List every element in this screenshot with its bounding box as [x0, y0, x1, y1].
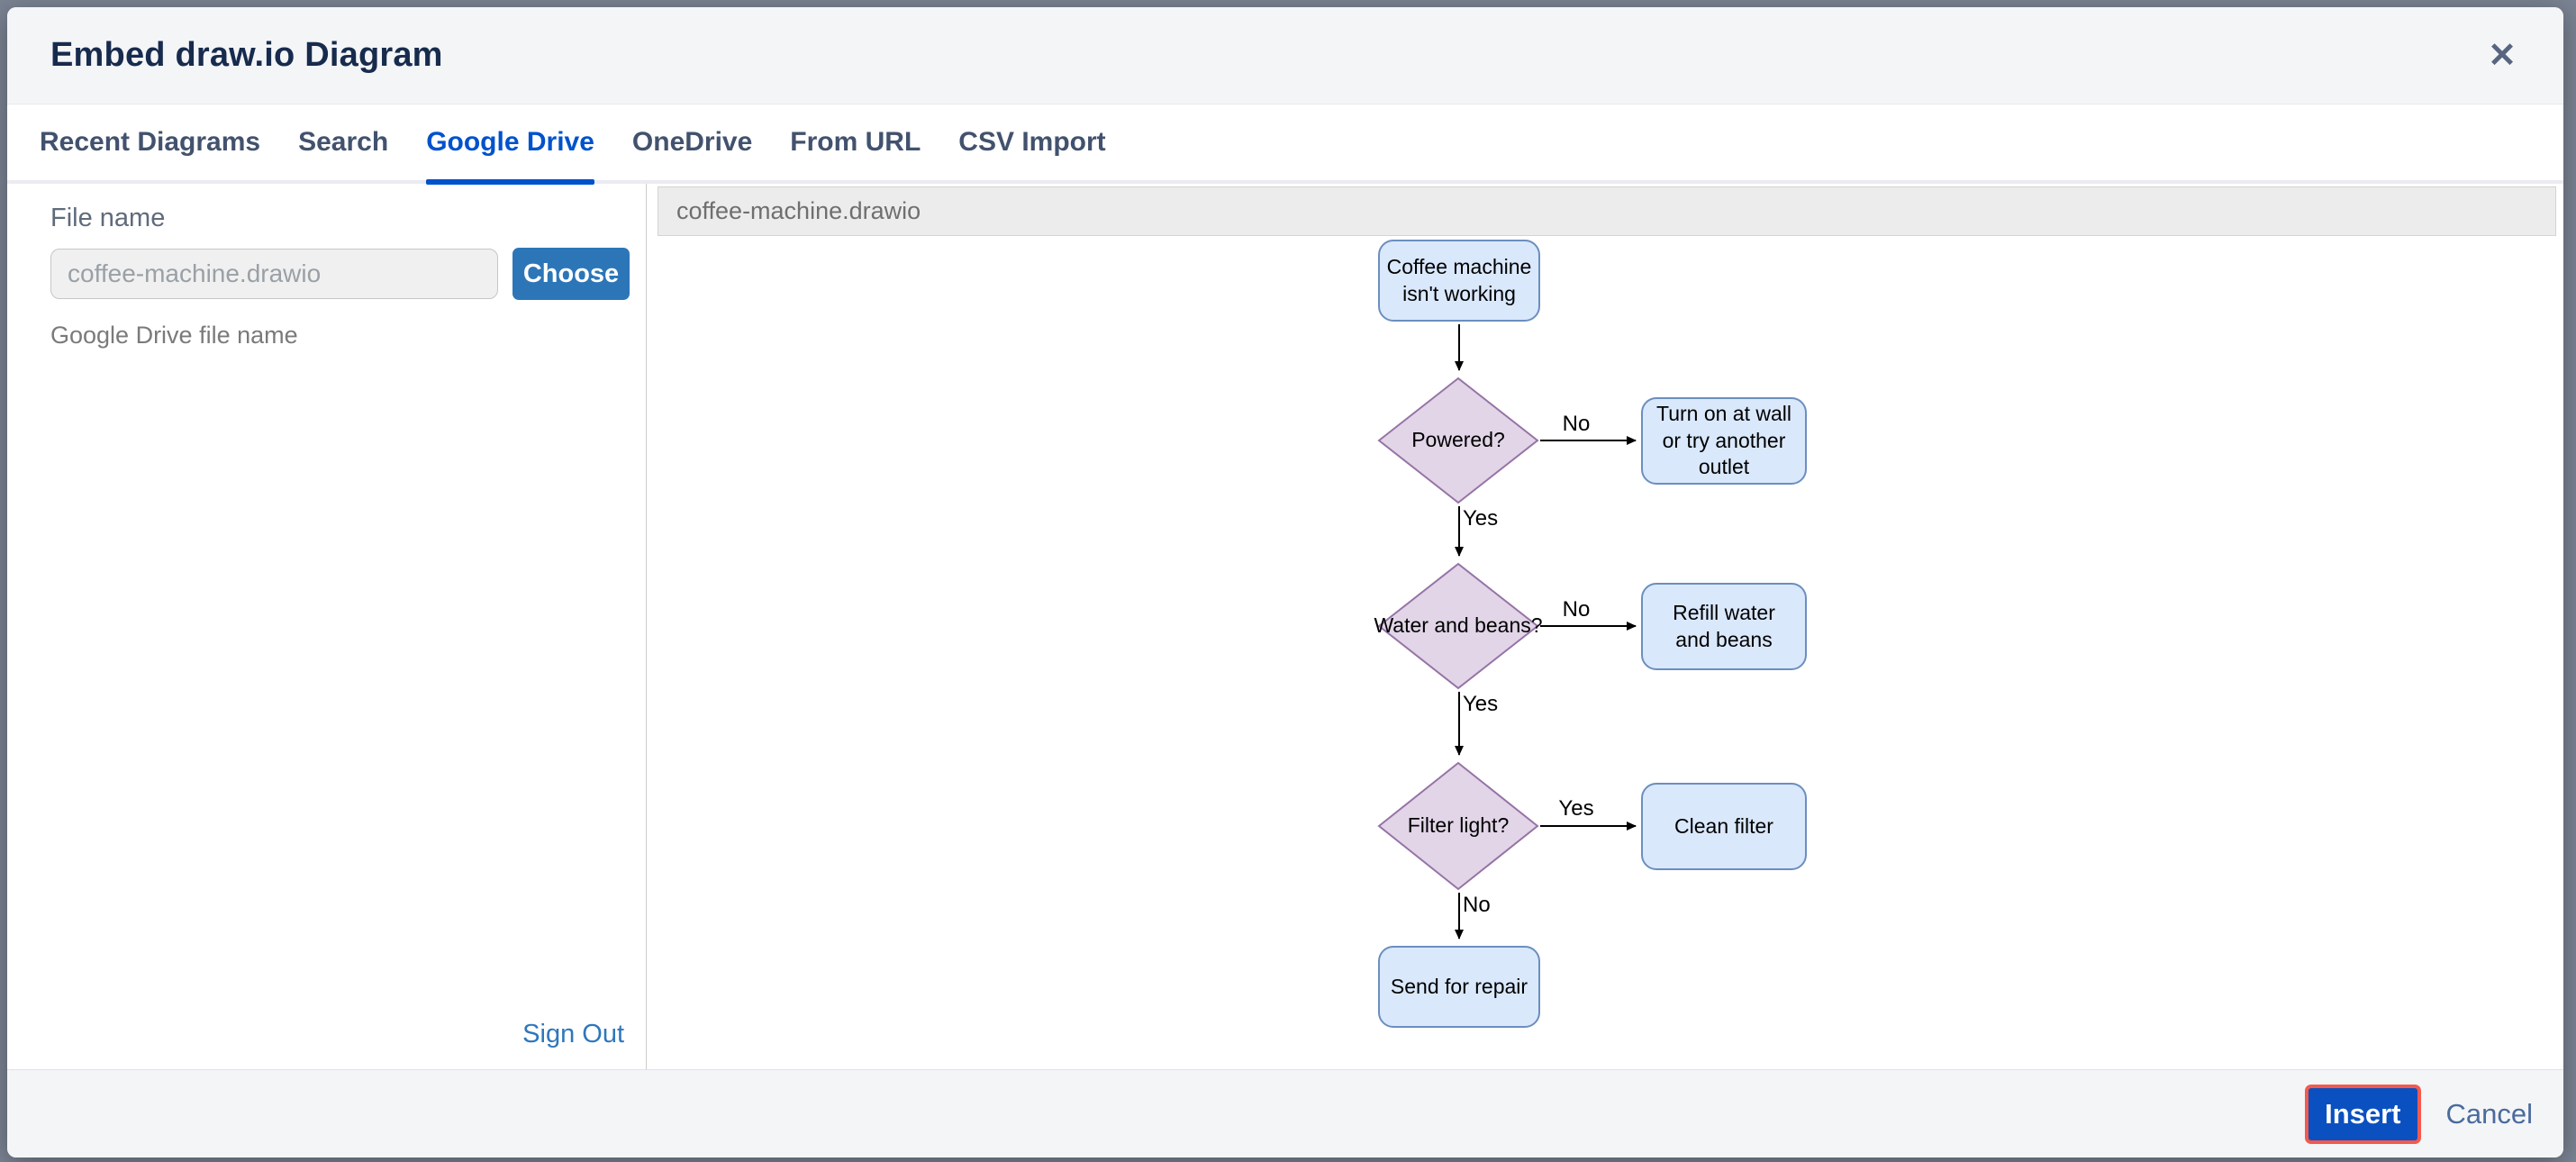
node-water-shape: [1377, 562, 1539, 690]
node-filter-shape: [1377, 761, 1539, 891]
embed-drawio-dialog: Embed draw.io Diagram ✕ Recent Diagrams …: [7, 7, 2563, 1157]
tab-search[interactable]: Search: [298, 127, 389, 157]
tab-csv-import[interactable]: CSV Import: [958, 127, 1106, 157]
tab-from-url[interactable]: From URL: [790, 127, 921, 157]
close-icon[interactable]: ✕: [2488, 36, 2517, 75]
dialog-content: File name Choose Google Drive file name …: [7, 184, 2563, 1069]
file-name-row: Choose: [50, 248, 630, 300]
cancel-link[interactable]: Cancel: [2445, 1097, 2534, 1130]
choose-button[interactable]: Choose: [512, 248, 630, 300]
panel-spacer: [50, 350, 630, 1020]
tab-recent-diagrams[interactable]: Recent Diagrams: [40, 127, 261, 157]
tab-onedrive[interactable]: OneDrive: [631, 127, 753, 157]
tab-google-drive[interactable]: Google Drive: [426, 104, 594, 185]
node-powered-shape: [1377, 377, 1539, 504]
node-clean-shape: [1641, 783, 1807, 870]
node-refill-shape: [1641, 583, 1807, 670]
node-repair-shape: [1378, 946, 1540, 1028]
flowchart-preview: [1377, 240, 1807, 1028]
dialog-footer: Insert Cancel: [7, 1069, 2563, 1157]
node-start-shape: [1378, 240, 1540, 322]
insert-button[interactable]: Insert: [2308, 1087, 2417, 1140]
file-name-input[interactable]: [50, 249, 498, 299]
sign-out-link[interactable]: Sign Out: [522, 1020, 624, 1049]
dialog-titlebar: Embed draw.io Diagram ✕: [7, 7, 2563, 104]
file-name-label: File name: [50, 204, 166, 232]
diagram-preview-pane: coffee-machine.drawio: [647, 184, 2563, 1069]
tab-bar: Recent Diagrams Search Google Drive OneD…: [7, 104, 2563, 185]
dialog-title: Embed draw.io Diagram: [50, 36, 443, 74]
google-drive-panel: File name Choose Google Drive file name …: [7, 184, 647, 1069]
file-name-helper-text: Google Drive file name: [50, 322, 298, 349]
preview-filename-bar: coffee-machine.drawio: [658, 186, 2556, 236]
node-turn-on-shape: [1641, 397, 1807, 485]
